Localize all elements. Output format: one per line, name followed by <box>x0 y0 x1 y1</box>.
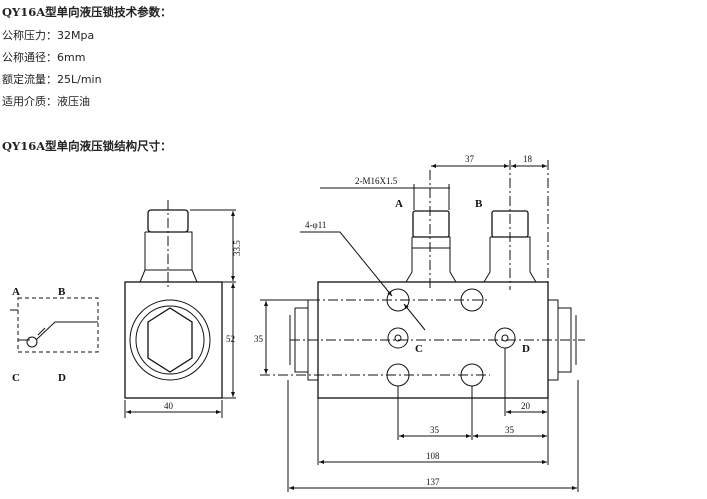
svg-text:A: A <box>12 286 20 298</box>
svg-text:18: 18 <box>523 154 533 164</box>
spec-pressure: 公称压力：32Mpa <box>2 29 95 42</box>
spec-flow: 额定流量：25L/min <box>2 73 102 86</box>
svg-text:108: 108 <box>426 451 440 461</box>
svg-text:33.5: 33.5 <box>232 240 242 256</box>
svg-text:B: B <box>58 286 66 298</box>
svg-text:4-φ11: 4-φ11 <box>305 220 326 230</box>
svg-text:D: D <box>58 372 66 384</box>
svg-text:B: B <box>475 198 483 210</box>
hydraulic-symbol: A B C D <box>10 286 99 384</box>
front-view: A B C D 37 18 2-M16X1.5 4-φ11 35 35 35 2… <box>254 154 585 492</box>
svg-text:137: 137 <box>426 477 440 487</box>
svg-text:A: A <box>395 198 403 210</box>
svg-text:35: 35 <box>505 425 515 435</box>
svg-text:40: 40 <box>164 401 174 411</box>
drawing-title: QY16A型单向液压锁结构尺寸： <box>2 139 172 153</box>
svg-text:37: 37 <box>465 154 475 164</box>
svg-text:20: 20 <box>521 401 531 411</box>
svg-text:2-M16X1.5: 2-M16X1.5 <box>355 176 398 186</box>
specs-title: QY16A型单向液压锁技术参数： <box>2 5 172 19</box>
mounting-holes <box>386 288 516 387</box>
svg-text:35: 35 <box>254 334 264 344</box>
svg-text:D: D <box>522 343 530 355</box>
spec-diameter: 公称通径：6mm <box>2 51 86 64</box>
svg-text:52: 52 <box>226 334 235 344</box>
side-view: 33.5 52 40 <box>124 200 242 418</box>
svg-text:C: C <box>12 372 20 384</box>
svg-text:35: 35 <box>430 425 440 435</box>
spec-medium: 适用介质：液压油 <box>2 95 90 108</box>
svg-text:C: C <box>415 343 423 355</box>
